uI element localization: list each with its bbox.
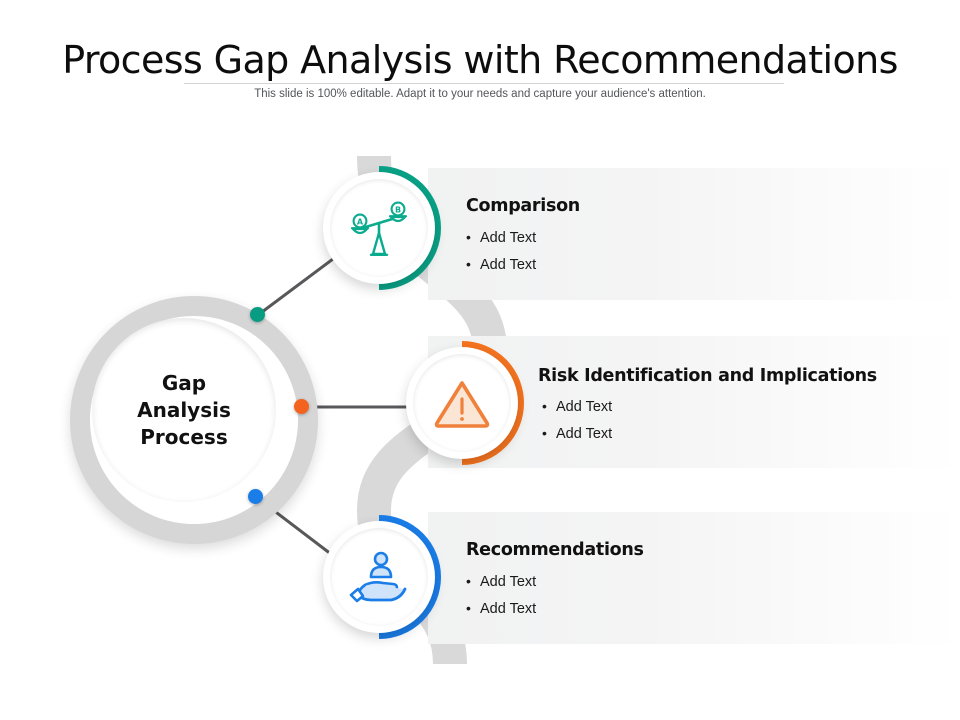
hub-label-line2: Analysis [137,398,231,422]
bullet-marker: • [542,398,547,414]
bullet-marker: • [466,256,471,272]
bullet-label: Add Text [556,426,613,442]
heading-recommendations: Recommendations [466,540,644,560]
hand-holding-person-icon [349,551,407,603]
scale-label-b: B [395,205,401,214]
hub-label-line1: Gap [161,371,207,395]
heading-risk: Risk Identification and Implications [538,366,877,386]
balance-scale-icon: A B [350,201,408,256]
node-risk[interactable] [400,341,524,465]
bullet-marker: • [466,573,471,589]
hub-label-line3: Process [140,425,228,449]
bullet-item: • Add Text [466,230,536,246]
title-divider [184,83,784,84]
bullet-marker: • [466,600,471,616]
panel-recommendations: Recommendations • Add Text • Add Text [428,512,960,644]
bullet-label: Add Text [480,574,537,590]
bullet-label: Add Text [556,399,613,415]
connector-dot-comparison[interactable] [250,307,265,322]
connector-dot-recommendations[interactable] [248,489,263,504]
slide-header: Process Gap Analysis with Recommendation… [0,0,960,112]
scale-label-a: A [357,217,364,226]
panel-comparison: Comparison • Add Text • Add Text [428,168,960,300]
bullet-label: Add Text [480,230,537,246]
bullet-item: • Add Text [542,426,612,442]
connector-dot-risk[interactable] [294,399,309,414]
hub-label: Gap Analysis Process [94,370,274,451]
bullet-marker: • [542,425,547,441]
node-comparison[interactable]: A B [317,166,441,290]
gap-analysis-hub[interactable]: Gap Analysis Process [70,296,318,544]
bullet-label: Add Text [480,601,537,617]
bullet-item: • Add Text [466,601,536,617]
slide-subtitle: This slide is 100% editable. Adapt it to… [254,88,706,100]
node-recommendations[interactable] [317,515,441,639]
bullet-label: Add Text [480,257,537,273]
bullet-item: • Add Text [466,257,536,273]
warning-triangle-icon [434,381,490,428]
heading-comparison: Comparison [466,196,580,216]
bullet-item: • Add Text [542,399,612,415]
bullet-marker: • [466,229,471,245]
page-title: Process Gap Analysis with Recommendation… [62,38,898,82]
bullet-item: • Add Text [466,574,536,590]
hub-inner-disc [92,318,276,502]
